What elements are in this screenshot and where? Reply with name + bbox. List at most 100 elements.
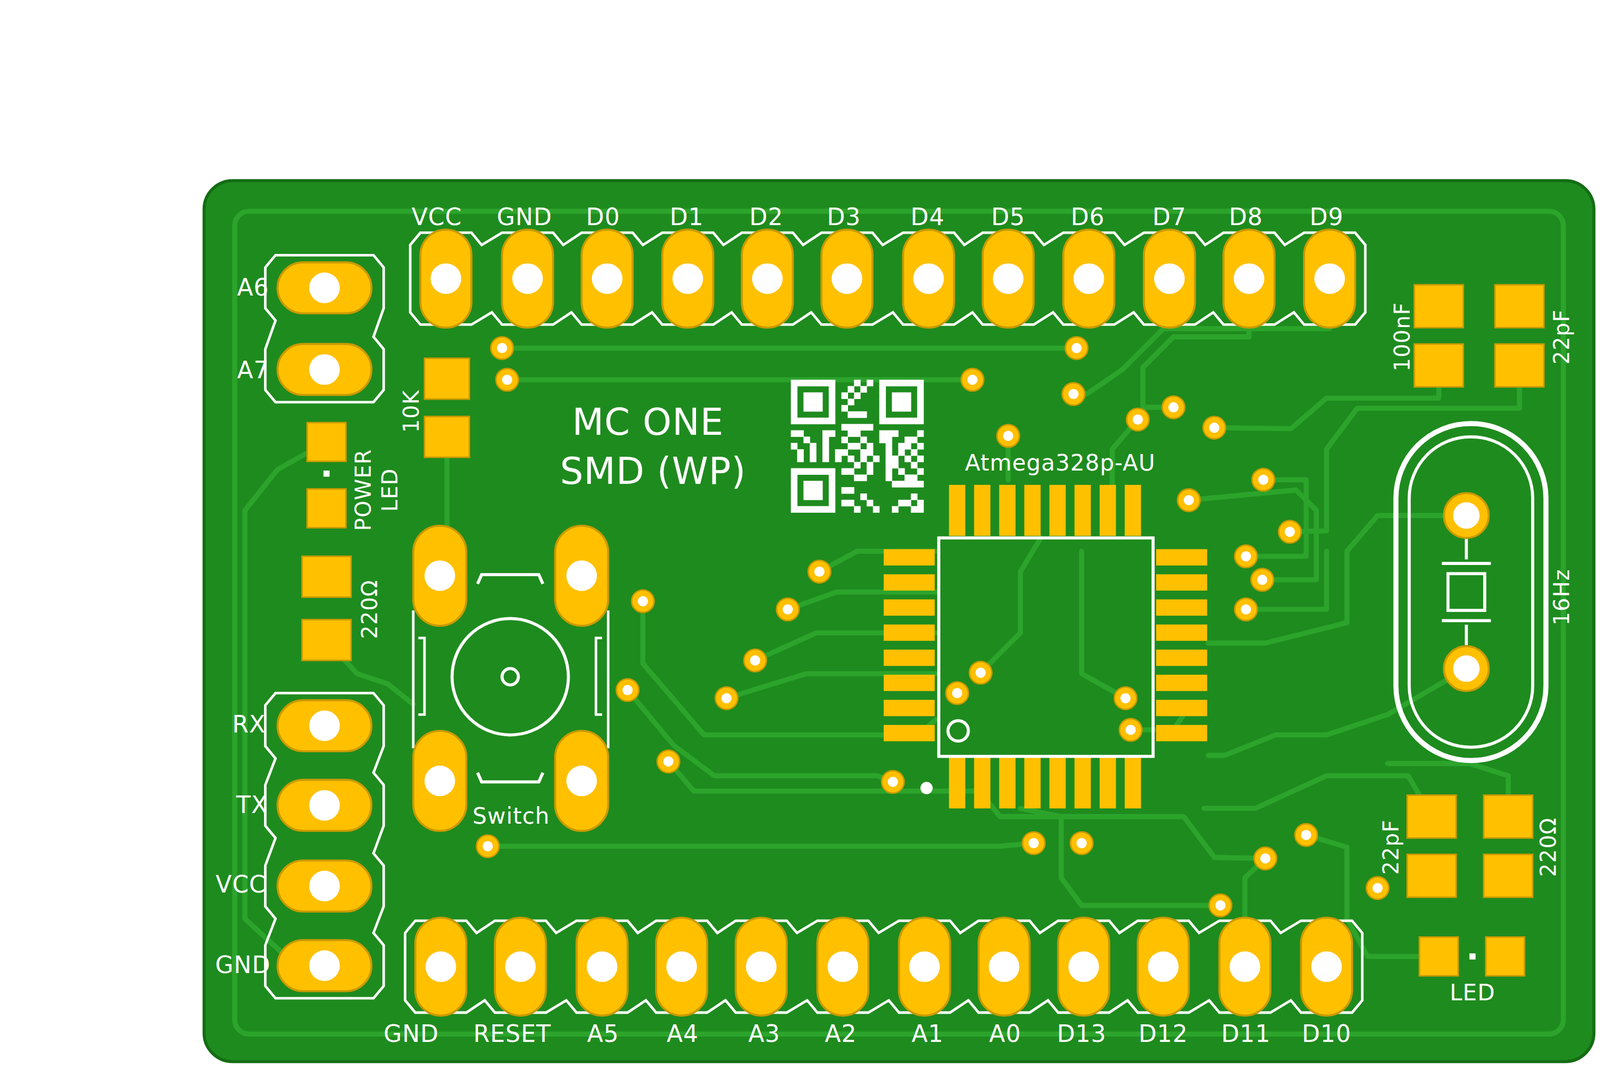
crystal-outline	[1395, 423, 1546, 760]
via	[961, 368, 984, 391]
qr-code	[803, 398, 810, 405]
qr-code	[790, 411, 798, 418]
via	[1119, 718, 1142, 741]
via	[631, 589, 654, 613]
via	[1366, 876, 1389, 900]
qr-code	[860, 436, 867, 443]
qr-code	[822, 430, 829, 437]
qr-code	[910, 461, 918, 469]
drill-hole	[592, 263, 623, 294]
qr-code	[835, 455, 842, 462]
qr-code	[816, 468, 823, 475]
qr-code	[891, 506, 899, 513]
qr-code	[803, 480, 810, 487]
via-hole	[497, 342, 508, 354]
qr-code	[898, 398, 905, 405]
qr-code	[891, 461, 899, 469]
qr-code	[891, 430, 899, 437]
switch-pad	[413, 525, 467, 626]
header-pad	[1223, 229, 1275, 328]
via-hole	[782, 604, 794, 615]
qr-code	[803, 468, 810, 475]
qr-code	[797, 430, 804, 437]
qr-code	[873, 506, 880, 513]
ic-pin	[1074, 757, 1092, 809]
drill-hole	[1311, 950, 1342, 982]
via-hole	[1209, 422, 1220, 433]
qr-code	[904, 480, 911, 487]
via	[946, 681, 969, 704]
qr-code	[904, 474, 911, 481]
resistor-silkscreen	[299, 553, 355, 664]
pin-label: D3	[826, 205, 861, 230]
qr-code	[904, 392, 911, 399]
header-pad	[494, 917, 547, 1016]
drill-hole	[746, 950, 777, 982]
copper-trace	[1245, 550, 1327, 610]
qr-code	[910, 449, 918, 456]
drill-hole	[1229, 950, 1261, 982]
header-pad	[656, 917, 708, 1016]
qr-code	[885, 449, 892, 456]
via	[1251, 568, 1274, 591]
pin-label: A1	[911, 1021, 944, 1046]
via-hole	[1258, 474, 1269, 485]
drill-hole	[309, 272, 340, 303]
qr-code	[891, 398, 899, 405]
ic-pin	[1156, 699, 1208, 717]
qr-code	[790, 386, 798, 393]
via	[1114, 686, 1137, 710]
via	[1294, 823, 1318, 846]
qr-code	[790, 468, 798, 475]
header-pad	[899, 917, 951, 1016]
via-hole	[721, 692, 732, 703]
header-pad	[581, 229, 634, 328]
ic-pin	[973, 757, 991, 809]
drill-hole	[1073, 263, 1104, 294]
via-hole	[967, 374, 978, 385]
via	[881, 770, 904, 794]
qr-code	[841, 424, 848, 431]
crystal-outline	[1409, 436, 1533, 748]
qr-code	[917, 455, 924, 462]
pin-label: D1	[669, 205, 704, 230]
pin-label: D5	[990, 205, 1026, 230]
drill-hole	[430, 263, 461, 294]
qr-code	[803, 379, 810, 387]
via-hole	[1003, 430, 1014, 441]
copper-trace	[1204, 775, 1432, 817]
qr-code	[860, 424, 867, 431]
header-pad	[1304, 229, 1356, 328]
qr-code	[816, 493, 823, 500]
via	[616, 678, 639, 701]
pin-label: D13	[1057, 1021, 1107, 1046]
qr-code	[828, 468, 836, 475]
via-hole	[749, 654, 760, 666]
header-silkscreen	[265, 254, 384, 403]
pin-label: A6	[236, 276, 269, 300]
qr-code	[847, 499, 854, 507]
qr-code	[803, 404, 810, 412]
part-name: POWER	[353, 449, 375, 532]
qr-code	[809, 493, 816, 500]
qr-code	[860, 411, 867, 418]
qr-code	[828, 386, 836, 393]
qr-code	[816, 392, 823, 399]
part-value: 10K	[401, 389, 423, 433]
qr-code	[904, 436, 911, 443]
qr-code	[898, 379, 905, 387]
qr-code	[790, 430, 798, 437]
qr-code	[891, 379, 899, 387]
smd-pad	[1414, 344, 1464, 387]
switch-button	[452, 618, 569, 735]
qr-code	[898, 480, 905, 487]
qr-code	[891, 480, 899, 487]
header-pad	[1063, 229, 1115, 328]
qr-code	[879, 379, 886, 387]
copper-trace	[488, 842, 1035, 846]
qr-code	[809, 486, 816, 494]
qr-code	[853, 392, 861, 399]
copper-trace	[1208, 668, 1467, 756]
qr-code	[847, 455, 854, 462]
